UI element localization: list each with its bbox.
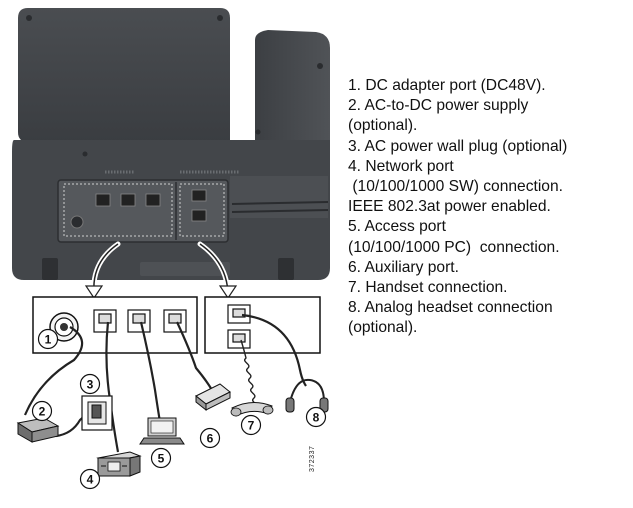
handset-icon <box>230 402 274 417</box>
auxiliary-module-icon <box>195 383 231 412</box>
phone-dc-port <box>70 215 84 229</box>
legend-line: 8. Analog headset connection <box>348 299 553 317</box>
legend-line: (10/100/1000 PC) connection. <box>348 238 560 256</box>
headset-icon <box>285 378 329 413</box>
legend-line: (optional). <box>348 319 418 337</box>
legend-line: 2. AC-to-DC power supply <box>348 97 529 115</box>
callout-4: 4 <box>87 473 94 487</box>
callout-3-circle <box>79 373 101 395</box>
legend-line: (optional). <box>348 117 418 135</box>
network-switch-icon <box>96 451 142 477</box>
callout-6-circle <box>199 427 221 449</box>
callout-3: 3 <box>87 378 94 392</box>
callout-4-circle <box>79 468 101 490</box>
callout-2-circle <box>31 400 53 422</box>
rj45-ports <box>93 304 251 349</box>
legend: 1. DC adapter port (DC48V). 2. AC-to-DC … <box>348 76 633 339</box>
phone-stand-right <box>255 30 330 150</box>
phone-stand-left <box>18 8 230 142</box>
coiled-cord <box>240 339 258 409</box>
callout-8: 8 <box>313 411 320 425</box>
callout-5-circle <box>150 447 172 469</box>
power-adapter-icon <box>16 417 60 443</box>
legend-line: 3. AC power wall plug (optional) <box>348 137 568 155</box>
phone-back-icon <box>12 8 330 280</box>
computer-icon <box>139 417 185 445</box>
legend-line: IEEE 802.3at power enabled. <box>348 198 551 216</box>
wall-plug-icon <box>81 395 113 431</box>
legend-line: (10/100/1000 SW) connection. <box>348 178 563 196</box>
callout-7-circle <box>240 414 262 436</box>
callout-5: 5 <box>158 452 165 466</box>
legend-line: 4. Network port <box>348 157 454 175</box>
phone-port-highlight <box>63 183 173 237</box>
legend-line: 6. Auxiliary port. <box>348 258 459 276</box>
port-panel-right <box>204 296 321 354</box>
callout-1: 1 <box>45 333 52 347</box>
callouts <box>31 328 327 490</box>
callout-6: 6 <box>207 432 214 446</box>
legend-line: 7. Handset connection. <box>348 279 508 297</box>
callout-8-circle <box>305 406 327 428</box>
legend-line: 1. DC adapter port (DC48V). <box>348 77 546 94</box>
callout-1-circle <box>37 328 59 350</box>
callout-7: 7 <box>248 419 255 433</box>
callout-2: 2 <box>39 405 46 419</box>
figure-id: 372337 <box>309 445 316 472</box>
dc-port-icon <box>49 312 79 342</box>
legend-line: 5. Access port <box>348 218 446 236</box>
